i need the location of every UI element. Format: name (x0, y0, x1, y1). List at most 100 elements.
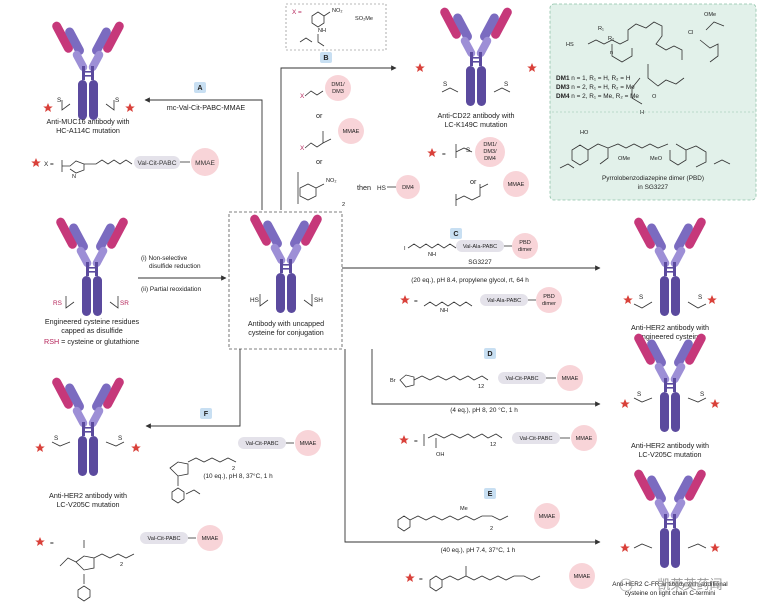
cd22-caption-1: Anti-CD22 antibody with (437, 111, 514, 120)
center-box (228, 211, 343, 350)
her2-v205-caption-2: LC-V205C mutation (638, 450, 701, 459)
cl-dm: Cl (688, 30, 693, 36)
payload-star-icon (620, 399, 630, 409)
s-f-left: S (54, 435, 58, 442)
s-cd22-left: S (443, 81, 447, 88)
arrow-f (145, 349, 241, 429)
s-cd22-right: S (504, 81, 508, 88)
dm13-circle (325, 75, 351, 101)
mmae-label-b2: MMAE (508, 182, 525, 188)
mmae-circle (191, 148, 219, 176)
vapabc-label: Val-Ala-PABC (463, 244, 497, 250)
dm13-label: DM1/DM3 (331, 82, 345, 95)
nh-c: NH (428, 252, 436, 258)
label-e: E (488, 489, 493, 498)
her2-eng-caption-1: Anti-HER2 antibody with (631, 323, 709, 332)
dm134-circle (475, 137, 505, 167)
payload-star-icon (31, 158, 41, 168)
e-caption-2: cysteine on light chain C-termini (625, 590, 716, 597)
vcpabc-f: Val-Cit-PABC (245, 441, 278, 447)
reagent-f: (10 eq.), pH 8, 37°C, 1 h (203, 472, 273, 480)
mmae-label-d2: MMAE (576, 436, 593, 442)
eq-f: = (50, 540, 54, 547)
payload-star-icon (125, 103, 135, 113)
n-dm: n (610, 50, 613, 56)
n2-f: 2 (232, 466, 235, 472)
nh-label: NH (318, 28, 326, 34)
s-d-left: S (637, 391, 641, 398)
ome-pbd: OMe (618, 156, 630, 162)
dm134-label: DM1/DM3/DM4 (483, 142, 497, 162)
payload-star-icon (400, 295, 410, 305)
or-b2: or (316, 157, 323, 166)
r1-label: R₁ (598, 26, 604, 32)
mmae-label-f: MMAE (300, 441, 317, 447)
hs-b: HS (377, 185, 386, 192)
arrow-d (371, 349, 601, 407)
rs-label: RS (53, 300, 62, 307)
s-f-right: S (118, 435, 122, 442)
mmae-circle-e2 (569, 563, 595, 589)
br-label: Br (390, 378, 396, 384)
payload-star-icon (415, 63, 425, 73)
cooh-label: OH (436, 452, 444, 458)
payload-star-icon (707, 295, 717, 305)
reagent-d: (4 eq.), pH 8, 20 °C, 1 h (450, 406, 518, 414)
n2-f2: 2 (120, 562, 123, 568)
arrow-a (144, 97, 263, 210)
vcpabc-d2: Val-Cit-PABC (519, 436, 552, 442)
payload-star-icon (405, 573, 415, 583)
watermark-icon (619, 578, 633, 592)
or-b3: or (470, 177, 477, 186)
so2me-label: SO₂Me (355, 16, 373, 22)
n2-e: 2 (490, 526, 493, 532)
muc16-caption-2: HC-A114C mutation (56, 126, 120, 135)
a-eq: X = (44, 161, 54, 168)
label-c: C (453, 229, 458, 238)
payload-star-icon (527, 63, 537, 73)
s-a-right: S (115, 97, 119, 104)
n12-d: 12 (478, 384, 484, 390)
reagent-c: (20 eq.), pH 8.4, propylene glycol, rt, … (411, 277, 529, 284)
nh-c2: NH (440, 308, 448, 314)
her2-engineered-antibody (632, 216, 708, 316)
x-b1: X (300, 93, 305, 100)
payload-star-icon (399, 435, 409, 445)
muc16-caption-1: Anti-MUC16 antibody with (46, 117, 129, 126)
s-d-right: S (700, 391, 704, 398)
no2-b: NO₂ (326, 178, 337, 184)
mmae-label-e2: MMAE (574, 574, 591, 580)
dm1-line: DM1 n = 1, R₁ = H, R₂ = H (556, 75, 631, 82)
x-definition-box (285, 3, 387, 51)
eq-e: = (419, 576, 423, 583)
her2-eng-caption-2: engineered cysteine (638, 332, 702, 341)
ome-dm: OMe (704, 12, 716, 18)
meo-pbd: MeO (650, 156, 663, 162)
vapabc-label-2: Val-Ala-PABC (487, 298, 521, 304)
r2-label: R₂ (608, 36, 614, 42)
o-dm: O (652, 94, 657, 100)
sr-label: SR (120, 300, 129, 307)
arrow-e (344, 349, 601, 545)
e-caption-1: Anti-HER2 C-FR antibody with additional (612, 581, 727, 588)
ho-pbd: HO (580, 130, 589, 136)
pbd-circle-2 (536, 287, 562, 313)
label-d: D (487, 349, 492, 358)
mmae-circle-b2 (503, 171, 529, 197)
her2-v205-caption-1: Anti-HER2 antibody with (631, 441, 709, 450)
eq-b: = (442, 151, 446, 158)
her2-v205c-f-antibody (50, 376, 126, 476)
mmae-label-b: MMAE (343, 129, 360, 135)
payload-star-icon (427, 148, 437, 158)
then-label: then (357, 183, 371, 192)
n12-d2: 12 (490, 442, 496, 448)
eq-d: = (414, 438, 418, 445)
eng-caption-1: Engineered cysteine residues (45, 317, 140, 326)
mmae-circle-b (338, 118, 364, 144)
vcpabc-f2: Val-Cit-PABC (147, 536, 180, 542)
payload-star-icon (131, 443, 141, 453)
mmae-label-d: MMAE (562, 376, 579, 382)
vcpabc-d: Val-Cit-PABC (505, 376, 538, 382)
